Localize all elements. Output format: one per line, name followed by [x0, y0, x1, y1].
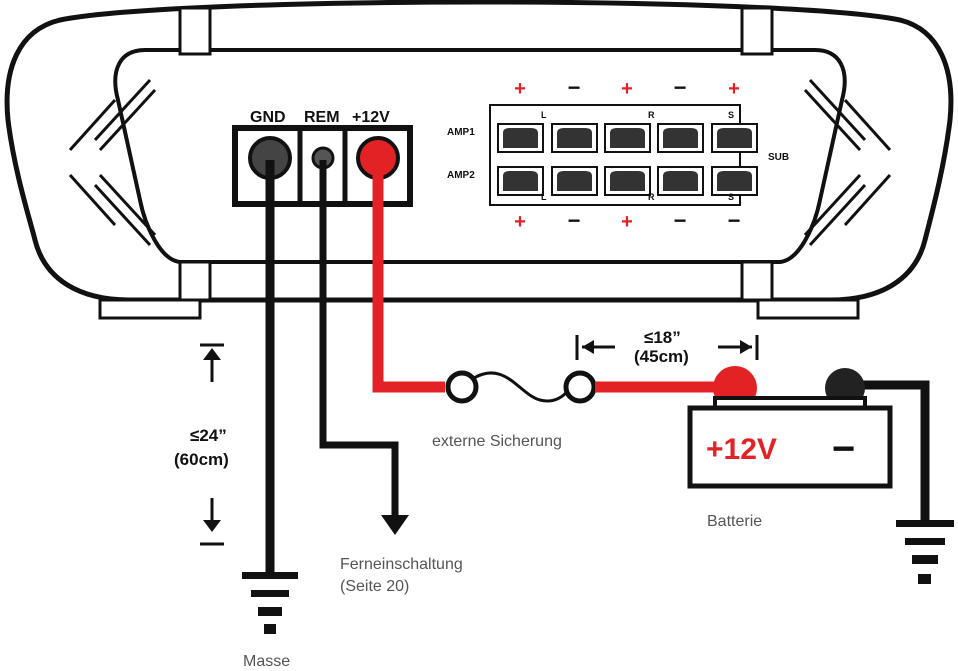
bottom-polarity-mark-1: + — [514, 211, 526, 233]
amp1-terminal-3 — [604, 123, 651, 153]
battery: +12V − Batterie — [687, 366, 893, 530]
top-left-bumper — [178, 6, 212, 56]
right-foot — [756, 298, 860, 320]
top-right-bumper — [740, 6, 774, 56]
fuse-right-eye — [563, 370, 597, 404]
top-r-label: R — [648, 110, 655, 120]
fuse-distance-metric: (45cm) — [634, 347, 689, 366]
amp1-terminal-2 — [551, 123, 598, 153]
top-polarity-mark-3: + — [621, 78, 633, 100]
top-polarity-mark-2: − — [568, 75, 581, 100]
bottom-s-label: S — [728, 192, 734, 202]
fuse-distance-value: ≤18” — [644, 328, 681, 347]
positive-wire-to-fuse — [372, 160, 445, 393]
ground-symbol-icon — [242, 572, 298, 634]
battery-ground-wire — [845, 380, 930, 520]
fuse-link-icon — [473, 371, 570, 403]
gnd-label: GND — [250, 109, 286, 126]
bottom-polarity-mark-5: − — [728, 208, 741, 233]
ground-distance-marker: ≤24” (60cm) — [174, 343, 229, 546]
wires — [265, 160, 930, 575]
speaker-terminal-block: + − + − + + − + − − AMP1 AMP2 SUB L R S L R S — [447, 75, 789, 233]
amp2-terminal-3 — [604, 166, 651, 196]
battery-caption: Batterie — [707, 513, 762, 530]
top-polarity-mark-5: + — [728, 78, 740, 100]
fuse-label: externe Sicherung — [432, 433, 562, 450]
ground-label: Masse — [243, 653, 290, 670]
amp1-terminal-4 — [657, 123, 704, 153]
amp2-terminal-1 — [497, 166, 544, 196]
power-terminal-block: GND REM +12V — [232, 109, 413, 207]
bottom-l-label: L — [541, 192, 547, 202]
amp2-label: AMP2 — [447, 170, 475, 181]
battery-plus-label: +12V — [706, 433, 777, 466]
bottom-polarity-mark-3: + — [621, 211, 633, 233]
remote-arrow-icon — [381, 515, 409, 535]
remote-label-line2: (Seite 20) — [340, 578, 409, 595]
battery-body — [687, 405, 893, 489]
top-l-label: L — [541, 110, 547, 120]
top-polarity-mark-1: + — [514, 78, 526, 100]
left-arrow-icon — [582, 340, 594, 354]
bottom-r-label: R — [648, 192, 655, 202]
up-arrow-icon — [203, 348, 221, 360]
battery-minus-label: − — [832, 427, 855, 471]
fuse-left-eye — [445, 370, 479, 404]
fuse-distance-marker: ≤18” (45cm) — [575, 328, 759, 366]
rem-label: REM — [304, 109, 340, 126]
right-grip-icon — [803, 78, 892, 247]
ground-distance-value: ≤24” — [190, 426, 227, 445]
amp1-label: AMP1 — [447, 127, 475, 138]
left-grip-icon — [68, 78, 157, 247]
plus12v-label: +12V — [352, 109, 390, 126]
amp2-terminal-2 — [551, 166, 598, 196]
sub-label: SUB — [768, 152, 789, 163]
right-arrow-icon — [740, 340, 752, 354]
remote-label-line1: Ferneinschaltung — [340, 556, 463, 573]
remote-wire — [319, 160, 399, 515]
amp2-terminal-5 — [711, 166, 758, 196]
ground-distance-metric: (60cm) — [174, 450, 229, 469]
amp1-terminal-5 — [711, 123, 758, 153]
bottom-right-bumper — [740, 260, 774, 302]
down-arrow-icon — [203, 520, 221, 532]
bottom-polarity-mark-4: − — [674, 208, 687, 233]
amp1-terminal-1 — [497, 123, 544, 153]
top-s-label: S — [728, 110, 734, 120]
battery-ground-symbol-icon — [896, 520, 954, 584]
left-foot — [98, 298, 202, 320]
bottom-left-bumper — [178, 260, 212, 302]
bottom-polarity-mark-2: − — [568, 208, 581, 233]
amp2-terminal-4 — [657, 166, 704, 196]
top-polarity-mark-4: − — [674, 75, 687, 100]
amplifier-body — [4, 0, 954, 320]
